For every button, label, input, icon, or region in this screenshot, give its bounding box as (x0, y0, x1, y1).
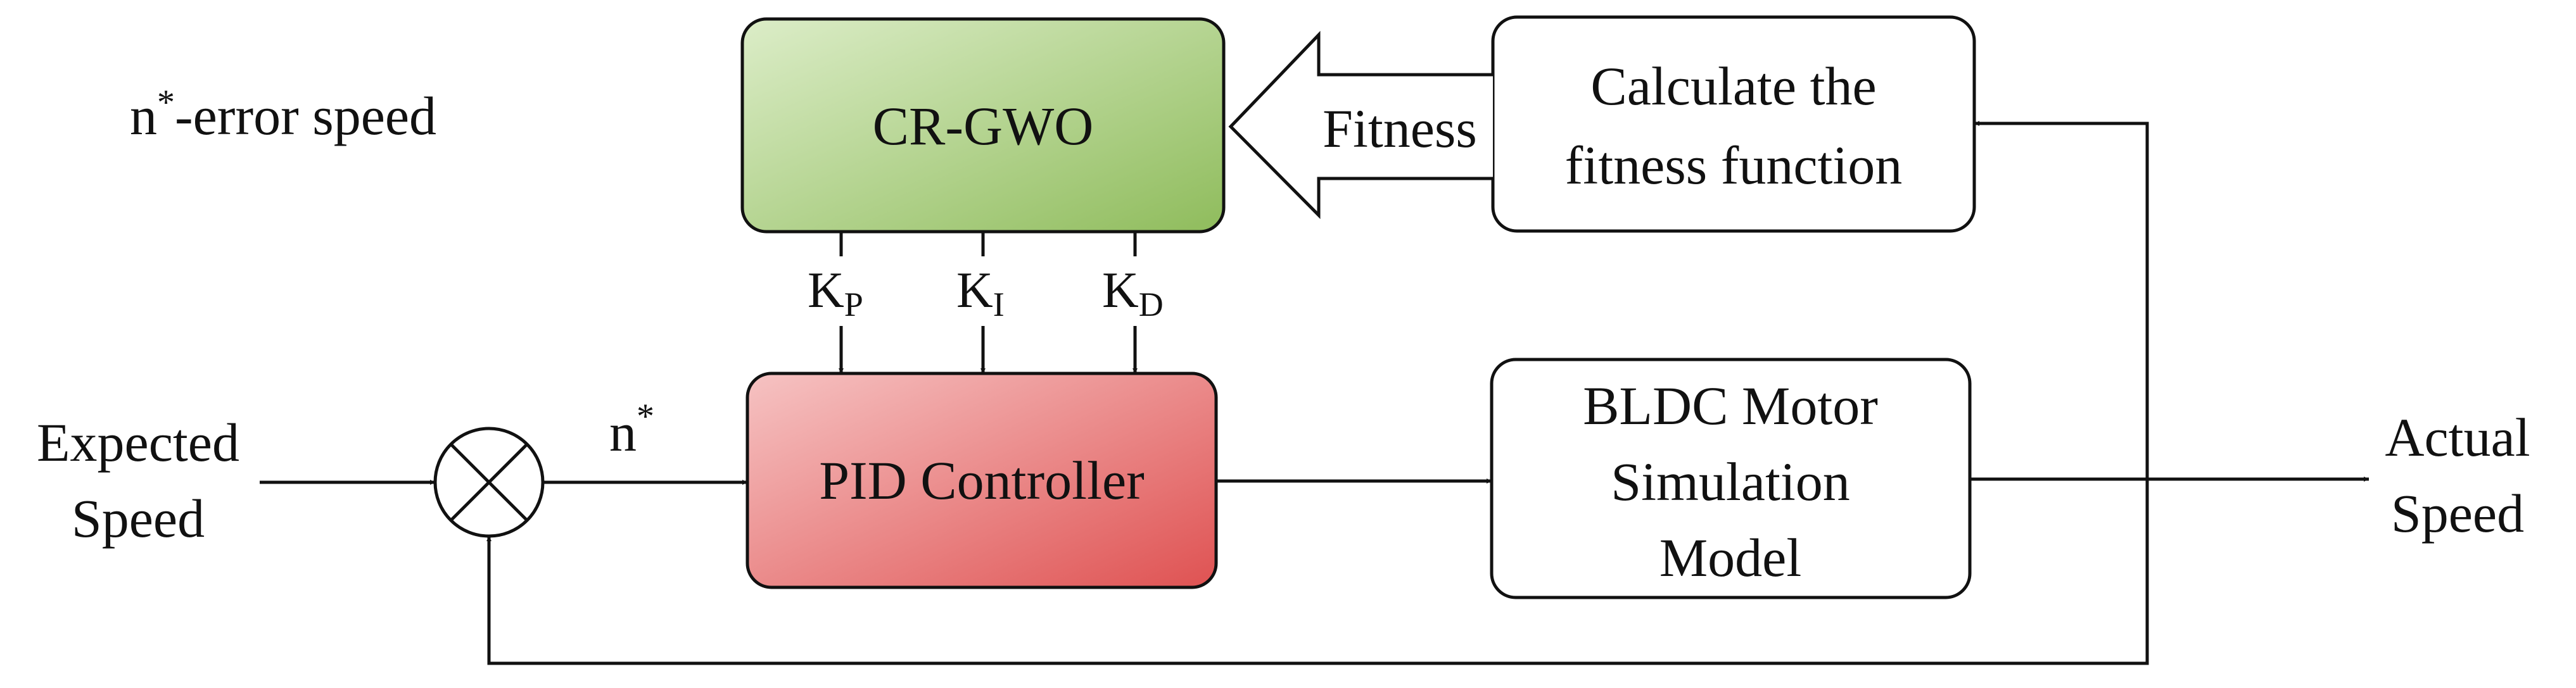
feedback-to-junction (486, 479, 2149, 665)
ki-base: K (956, 263, 993, 318)
summing-junction (433, 427, 545, 538)
kd-label: KD (1102, 263, 1164, 323)
kp-label-bg (798, 256, 880, 326)
n-star-label: n* (609, 397, 654, 463)
fitness-hollow-arrow (1228, 30, 1493, 220)
fitness-function-line2: fitness function (1565, 135, 1903, 196)
crgwo-label: CR-GWO (873, 96, 1094, 156)
expected-speed-line2: Speed (72, 488, 205, 549)
kp-base: K (808, 263, 844, 318)
kd-base: K (1102, 263, 1139, 318)
fitness-label: Fitness (1323, 98, 1477, 159)
actual-speed-line1: Actual (2385, 407, 2530, 468)
ki-subscript: I (993, 285, 1005, 323)
feedback-to-fitness (1974, 121, 2149, 479)
note-rest: -error speed (175, 85, 436, 146)
n-star-superscript: * (637, 397, 654, 436)
kp-subscript: P (844, 285, 863, 323)
actual-speed-line2: Speed (2391, 483, 2524, 544)
note-superscript: * (157, 83, 175, 122)
ki-label: KI (956, 263, 1005, 323)
note-n: n (130, 85, 157, 146)
fitness-function-line1: Calculate the (1590, 56, 1876, 116)
ki-label-bg (944, 256, 1023, 326)
bldc-motor-line3: Model (1659, 527, 1802, 588)
pid-controller-label: PID Controller (819, 450, 1145, 511)
fitness-function-block (1491, 15, 1976, 233)
n-star-base: n (609, 402, 637, 463)
bldc-motor-line1: BLDC Motor (1583, 375, 1878, 436)
error-speed-note: n*-error speed (130, 83, 436, 146)
bldc-motor-line2: Simulation (1611, 451, 1850, 512)
kp-label: KP (808, 263, 863, 323)
kd-label-bg (1093, 256, 1178, 326)
expected-speed-line1: Expected (37, 412, 239, 473)
kd-subscript: D (1139, 285, 1164, 323)
